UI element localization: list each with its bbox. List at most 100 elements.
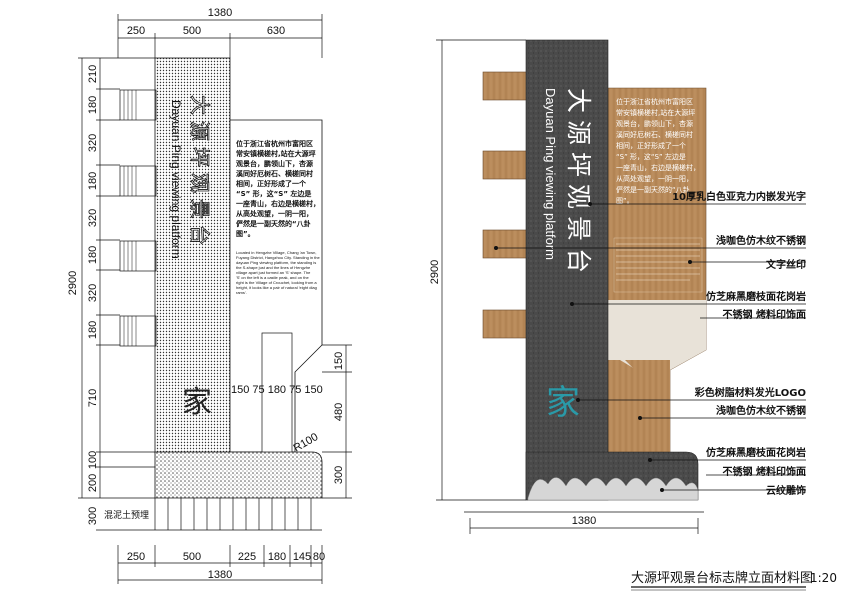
right-height-dim-line — [436, 39, 526, 501]
bottom-dim-1: 250 — [127, 551, 145, 563]
svg-text:从高处观望，一阴一阳，: 从高处观望，一阴一阳， — [616, 174, 693, 183]
svg-text:观景台，鹏领山下，杏源: 观景台，鹏领山下，杏源 — [616, 119, 693, 128]
left-dim-4: 180 — [87, 172, 99, 190]
svg-text:'S' on the left is a castle pe: 'S' on the left is a castle peak, and on… — [236, 275, 309, 280]
drawing-caption: 大源坪观景台标志牌立面材料图 1:20 — [631, 570, 837, 591]
callout-wood-steel-2: 浅咖色仿木纹不锈钢 — [716, 404, 806, 417]
svg-text:位于浙江省杭州市富阳区: 位于浙江省杭州市富阳区 — [236, 139, 313, 148]
top-total-dim: 1380 — [208, 7, 232, 19]
svg-text:位于浙江省杭州市富阳区: 位于浙江省杭州市富阳区 — [616, 97, 693, 106]
svg-text:图”。: 图”。 — [236, 229, 255, 238]
caption-title: 大源坪观景台标志牌立面材料图 — [631, 570, 813, 586]
left-dim-9: 710 — [87, 389, 99, 407]
svg-text:从高处观望，一阴一阳，: 从高处观望，一阴一阳， — [236, 209, 313, 218]
svg-text:“S” 形，这“S” 左边是: “S” 形，这“S” 左边是 — [616, 152, 686, 161]
description-left: 位于浙江省杭州市富阳区 常安镇横槎村,站在大源坪 观景台，鹏领山下，杏源 溪同好… — [235, 139, 321, 295]
left-dim-8: 180 — [87, 321, 99, 339]
left-dim-11: 200 — [87, 474, 99, 492]
top-dim-3: 630 — [267, 25, 285, 37]
svg-text:dayuan Ping viewing platform,: dayuan Ping viewing platform, the standi… — [236, 260, 316, 265]
callout-wood-steel: 浅咖色仿木纹不锈钢 — [716, 234, 806, 247]
svg-text:观景台，鹏领山下，杏源: 观景台，鹏领山下，杏源 — [236, 159, 313, 168]
callout-steel-finish-2: 不锈钢 烤料印饰面 — [723, 465, 806, 478]
svg-text:Fuyang District, Hangzhou City: Fuyang District, Hangzhou City. Standing… — [236, 255, 321, 260]
svg-text:图”。: 图”。 — [616, 197, 634, 205]
left-dim-2: 180 — [87, 96, 99, 114]
right-dim-3: 300 — [333, 466, 345, 484]
panel-leg-right — [625, 360, 670, 456]
svg-text:常安镇横槎村,站在大源坪: 常安镇横槎村,站在大源坪 — [236, 149, 316, 158]
top-dim-2: 500 — [183, 25, 201, 37]
sign-title-right: 大源坪观景台 — [564, 88, 593, 280]
svg-text:the S-shape just and the lines: the S-shape just and the lines of Hengzh… — [236, 265, 311, 270]
left-dim-7: 320 — [87, 284, 99, 302]
right-elevation: 2900 大源坪观景台 Dayuan Ping viewing platform… — [429, 39, 806, 534]
svg-text:一座青山，右边是横槎村，: 一座青山，右边是横槎村， — [616, 163, 700, 172]
svg-text:height, it looks like a pair o: height, it looks like a pair of natural … — [236, 285, 317, 290]
callout-silkscreen: 文字丝印 — [766, 258, 806, 271]
sign-title-left: 大源坪观景台 — [188, 95, 212, 251]
bottom-total-dim: 1380 — [208, 569, 232, 581]
callout-granite-2: 仿芝麻黑磨枝面花岗岩 — [706, 446, 806, 459]
svg-text:Located in Hengzhe Village, Ch: Located in Hengzhe Village, Chang 'an To… — [236, 250, 316, 255]
bottom-dim-3: 225 — [238, 551, 256, 563]
right-width-dim-line — [464, 511, 704, 534]
right-width-dim: 1380 — [572, 515, 596, 527]
right-dim-1: 150 — [333, 352, 345, 370]
top-dimensions — [117, 14, 323, 58]
logo-left: 家 — [182, 385, 212, 420]
svg-text:“S” 形，这“S” 左边是: “S” 形，这“S” 左边是 — [236, 189, 312, 198]
callout-granite: 仿芝麻黑磨枝面花岗岩 — [706, 290, 806, 303]
svg-text:相间，正好形成了一个: 相间，正好形成了一个 — [236, 179, 307, 188]
foundation-piles — [96, 498, 322, 531]
inner-row-dim: 150 75 180 75 150 — [231, 384, 323, 396]
sign-subtitle-right: Dayuan Ping viewing platform — [543, 88, 558, 260]
left-dim-10: 100 — [87, 451, 99, 469]
left-dim-6: 180 — [87, 246, 99, 264]
svg-text:right is the Village of Crouch: right is the Village of Crouchet, lookin… — [236, 280, 317, 285]
top-dim-1: 250 — [127, 25, 145, 37]
svg-text:俨然是一副天然的“八卦: 俨然是一副天然的“八卦 — [616, 185, 690, 194]
callout-leaders — [493, 201, 806, 492]
inner-right-dims — [322, 344, 352, 499]
base-left — [154, 451, 323, 499]
foundation-depth-dim: 300 — [87, 507, 99, 525]
callout-acrylic: 10厚乳白色亚克力内嵌发光字 — [672, 190, 806, 203]
bottom-dim-2: 500 — [183, 551, 201, 563]
svg-text:相间，正好形成了一个: 相间，正好形成了一个 — [616, 141, 686, 150]
left-dim-1: 210 — [87, 65, 99, 83]
callout-logo: 彩色树脂材料发光LOGO — [694, 386, 806, 399]
bottom-dim-6: 80 — [313, 551, 325, 563]
description-right: 位于浙江省杭州市富阳区 常安镇横槎村,站在大源坪 观景台，鹏领山下，杏源 溪同好… — [613, 97, 703, 293]
sign-subtitle-left: Dayuan Ping viewing platform — [169, 100, 183, 259]
left-dim-3: 320 — [87, 134, 99, 152]
svg-text:rams'.: rams'. — [236, 290, 247, 295]
cloud-carving — [527, 477, 699, 501]
bottom-dim-4: 180 — [268, 551, 286, 563]
stone-column-left — [154, 57, 231, 454]
foundation-label: 混泥土预埋 — [104, 509, 149, 521]
left-dimensions — [78, 57, 155, 499]
left-total-dim: 2900 — [67, 271, 79, 295]
left-elevation: 1380 250 500 630 2900 210 180 320 180 32… — [67, 7, 352, 584]
svg-text:village apart just formed an ': village apart just formed an 'S' shape. … — [236, 270, 311, 275]
logo-right: 家 — [546, 383, 580, 423]
svg-text:常安镇横槎村,站在大源坪: 常安镇横槎村,站在大源坪 — [616, 108, 695, 117]
right-height-dim: 2900 — [429, 260, 441, 284]
svg-text:一座青山，右边是横槎村，: 一座青山，右边是横槎村， — [236, 199, 320, 208]
caption-scale: 1:20 — [810, 571, 837, 585]
callout-cloud-carving: 云纹雕饰 — [766, 484, 806, 497]
slat-ends-left — [119, 89, 157, 347]
right-dim-2: 480 — [333, 403, 345, 421]
callout-steel-finish: 不锈钢 烤料印饰面 — [723, 308, 806, 321]
wood-slats — [482, 71, 528, 339]
bottom-dim-5: 145 — [293, 551, 311, 563]
radius-dim: R100 — [292, 431, 321, 455]
svg-text:俨然是一副天然的“八卦: 俨然是一副天然的“八卦 — [235, 219, 311, 228]
left-dim-5: 320 — [87, 209, 99, 227]
svg-text:溪同好厄树石、横槎同村: 溪同好厄树石、横槎同村 — [236, 169, 313, 178]
stone-column-right — [525, 39, 609, 501]
svg-text:溪同好厄树石、横槎同村: 溪同好厄树石、横槎同村 — [616, 130, 693, 139]
bottom-dimensions — [117, 545, 323, 584]
